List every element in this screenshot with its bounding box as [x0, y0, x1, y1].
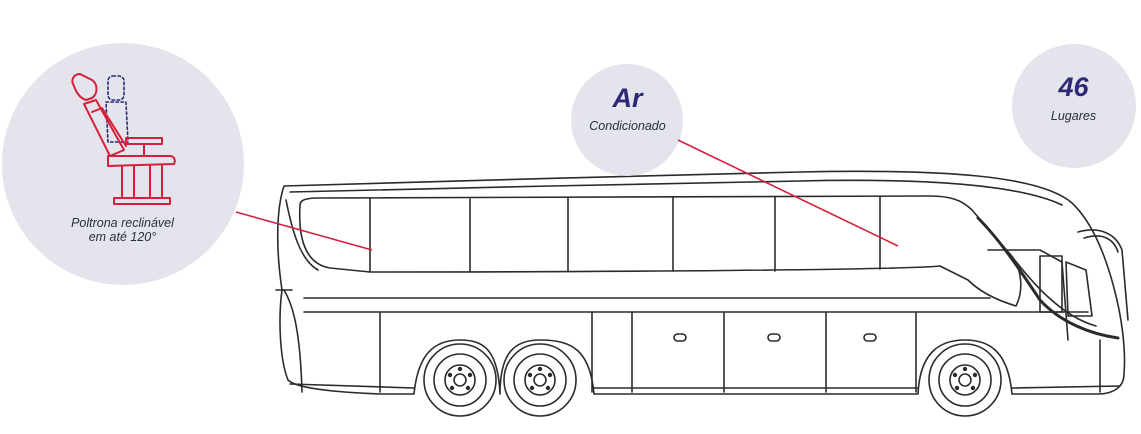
- reclining-seat-icon: [71, 73, 176, 205]
- seat-feature-caption: Poltrona reclinável em até 120°: [40, 216, 205, 244]
- bus-body-outline: [276, 170, 1126, 395]
- seat-badge: [2, 43, 244, 285]
- rear-axle-wheel-1: [423, 343, 497, 417]
- rear-axle-wheel-2: [503, 343, 577, 417]
- seat-caption-line2: em até 120°: [88, 230, 157, 244]
- seat-callout-line: [235, 211, 373, 251]
- front-wheel: [928, 343, 1002, 417]
- capacity-caption: Lugares: [1050, 109, 1097, 123]
- capacity-badge: [1012, 44, 1136, 168]
- bus-illustration: [275, 170, 1129, 395]
- air-title: Ar: [612, 83, 643, 113]
- air-caption: Condicionado: [589, 119, 666, 133]
- window-band: [298, 195, 1022, 307]
- capacity-number: 46: [1058, 72, 1089, 102]
- air-callout-line: [677, 139, 899, 247]
- air-badge: [571, 64, 683, 176]
- seat-caption-line1: Poltrona reclinável: [71, 216, 174, 230]
